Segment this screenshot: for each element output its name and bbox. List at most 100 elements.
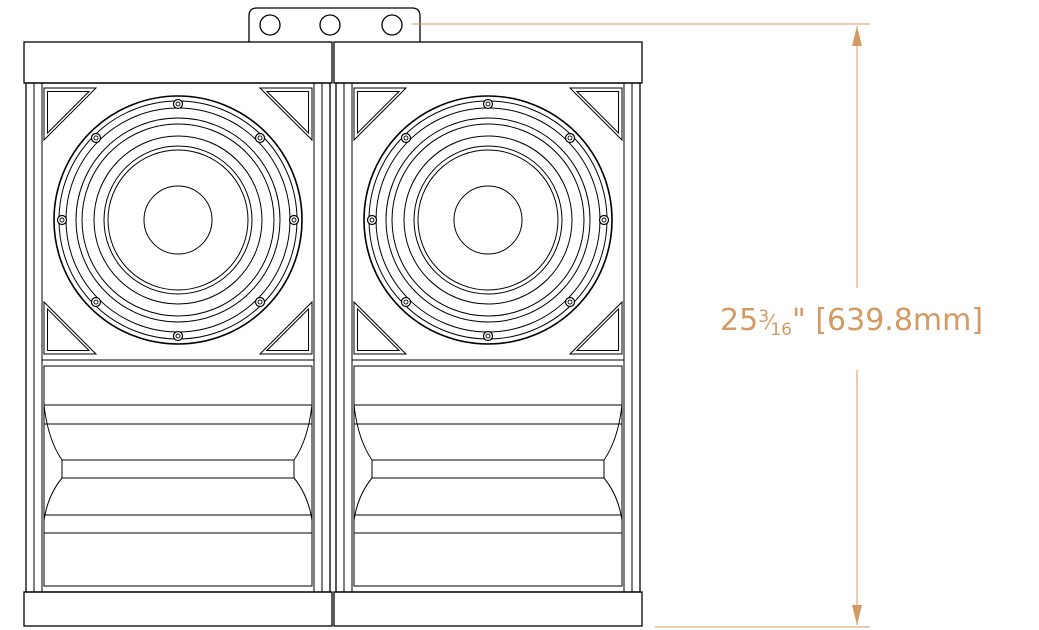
dimension-whole: 25: [720, 303, 759, 338]
left-rail: [343, 82, 353, 593]
mount-bolt: [366, 214, 378, 226]
mount-bolt-inner: [93, 135, 99, 141]
corner-triangle: [258, 87, 313, 142]
mount-bolt-inner: [93, 299, 99, 305]
cabinet-top-cap: [333, 41, 643, 84]
woofer-ring: [93, 135, 263, 305]
corner-triangle: [568, 87, 623, 142]
mount-bolt: [56, 214, 68, 226]
horn-frame: [353, 365, 623, 587]
horn-section: [353, 365, 623, 587]
mount-bolt-inner: [369, 217, 375, 223]
dimension-suffix: " [639.8mm]: [792, 303, 984, 338]
woofer-ring: [53, 95, 303, 345]
left-rail: [33, 82, 43, 593]
horn-section: [43, 365, 313, 587]
horn-flare-top: [353, 366, 623, 461]
woofer-ring: [375, 107, 601, 333]
height-dimension-label: 253⁄16" [639.8mm]: [720, 303, 984, 340]
arrow-up: [852, 26, 862, 46]
cabinet-top-cap: [23, 41, 333, 84]
corner-triangle-inner: [265, 90, 310, 135]
mount-bolt-inner: [257, 135, 263, 141]
woofer: [53, 95, 303, 345]
mount-bolt-inner: [601, 217, 607, 223]
woofer-ring: [385, 117, 591, 323]
cabinet-bottom-cap: [23, 591, 333, 627]
mount-bolt: [254, 132, 266, 144]
corner-triangle-inner: [265, 307, 310, 352]
dimension-fraction: 3⁄16: [758, 307, 792, 340]
horn-flare-bottom: [43, 477, 313, 586]
corner-triangle-inner: [46, 90, 91, 135]
horn-flare-top: [43, 366, 313, 461]
woofer-ring: [107, 149, 249, 291]
woofer: [363, 95, 613, 345]
corner-triangle: [43, 300, 98, 355]
mount-bolt-inner: [175, 333, 181, 339]
woofer-ring: [403, 135, 573, 305]
speaker-cabinet-left: [23, 41, 333, 627]
woofer-ring: [103, 145, 253, 295]
horn-flare-bottom: [353, 477, 623, 586]
mount-bolt: [400, 132, 412, 144]
mount-bolt-inner: [567, 135, 573, 141]
corner-triangle-inner: [46, 307, 91, 352]
mount-bolt: [288, 214, 300, 226]
mount-bolt: [172, 330, 184, 342]
woofer-ring: [81, 123, 275, 317]
rigging-bracket: [248, 7, 421, 42]
mount-bolt: [564, 296, 576, 308]
mount-bolt: [598, 214, 610, 226]
dimension-numerator: 3: [758, 307, 770, 327]
cabinet-bottom-cap: [333, 591, 643, 627]
mount-bolt-inner: [403, 135, 409, 141]
corner-triangle-inner: [575, 90, 620, 135]
mount-bolt-inner: [567, 299, 573, 305]
corner-triangle-inner: [356, 90, 401, 135]
corner-triangle: [43, 87, 98, 142]
corner-triangle-inner: [575, 307, 620, 352]
corner-triangle: [258, 300, 313, 355]
mount-bolt-inner: [403, 299, 409, 305]
woofer-ring: [417, 149, 559, 291]
mount-bolt-inner: [59, 217, 65, 223]
horn-throat: [371, 459, 605, 479]
cabinet-body: [335, 82, 641, 593]
bracket-hole: [319, 14, 341, 36]
right-rail: [623, 82, 633, 593]
woofer-ring: [65, 107, 291, 333]
bracket-outline: [248, 7, 421, 42]
right-rail: [313, 82, 323, 593]
arrow-down: [852, 605, 862, 625]
corner-triangle: [353, 300, 408, 355]
mount-bolt: [254, 296, 266, 308]
mount-bolt-inner: [291, 217, 297, 223]
mount-bolt: [90, 296, 102, 308]
cabinet-body: [25, 82, 331, 593]
mount-bolt: [400, 296, 412, 308]
mount-bolt: [564, 132, 576, 144]
dimension-denominator: 16: [770, 320, 792, 340]
woofer-ring: [413, 145, 563, 295]
bracket-hole: [259, 14, 281, 36]
mount-bolt-inner: [485, 101, 491, 107]
corner-triangle: [353, 87, 408, 142]
corner-triangle-inner: [356, 307, 401, 352]
bracket-hole: [381, 14, 403, 36]
mount-bolt-inner: [175, 101, 181, 107]
mount-bolt: [172, 98, 184, 110]
dust-cap: [453, 185, 523, 255]
mount-bolt-inner: [485, 333, 491, 339]
corner-triangle: [568, 300, 623, 355]
horn-frame: [43, 365, 313, 587]
woofer-ring: [391, 123, 585, 317]
mount-bolt: [482, 98, 494, 110]
woofer-ring: [75, 117, 281, 323]
mount-bolt: [90, 132, 102, 144]
dust-cap: [143, 185, 213, 255]
woofer-ring: [363, 95, 613, 345]
mount-bolt-inner: [257, 299, 263, 305]
speaker-cabinet-right: [333, 41, 643, 627]
